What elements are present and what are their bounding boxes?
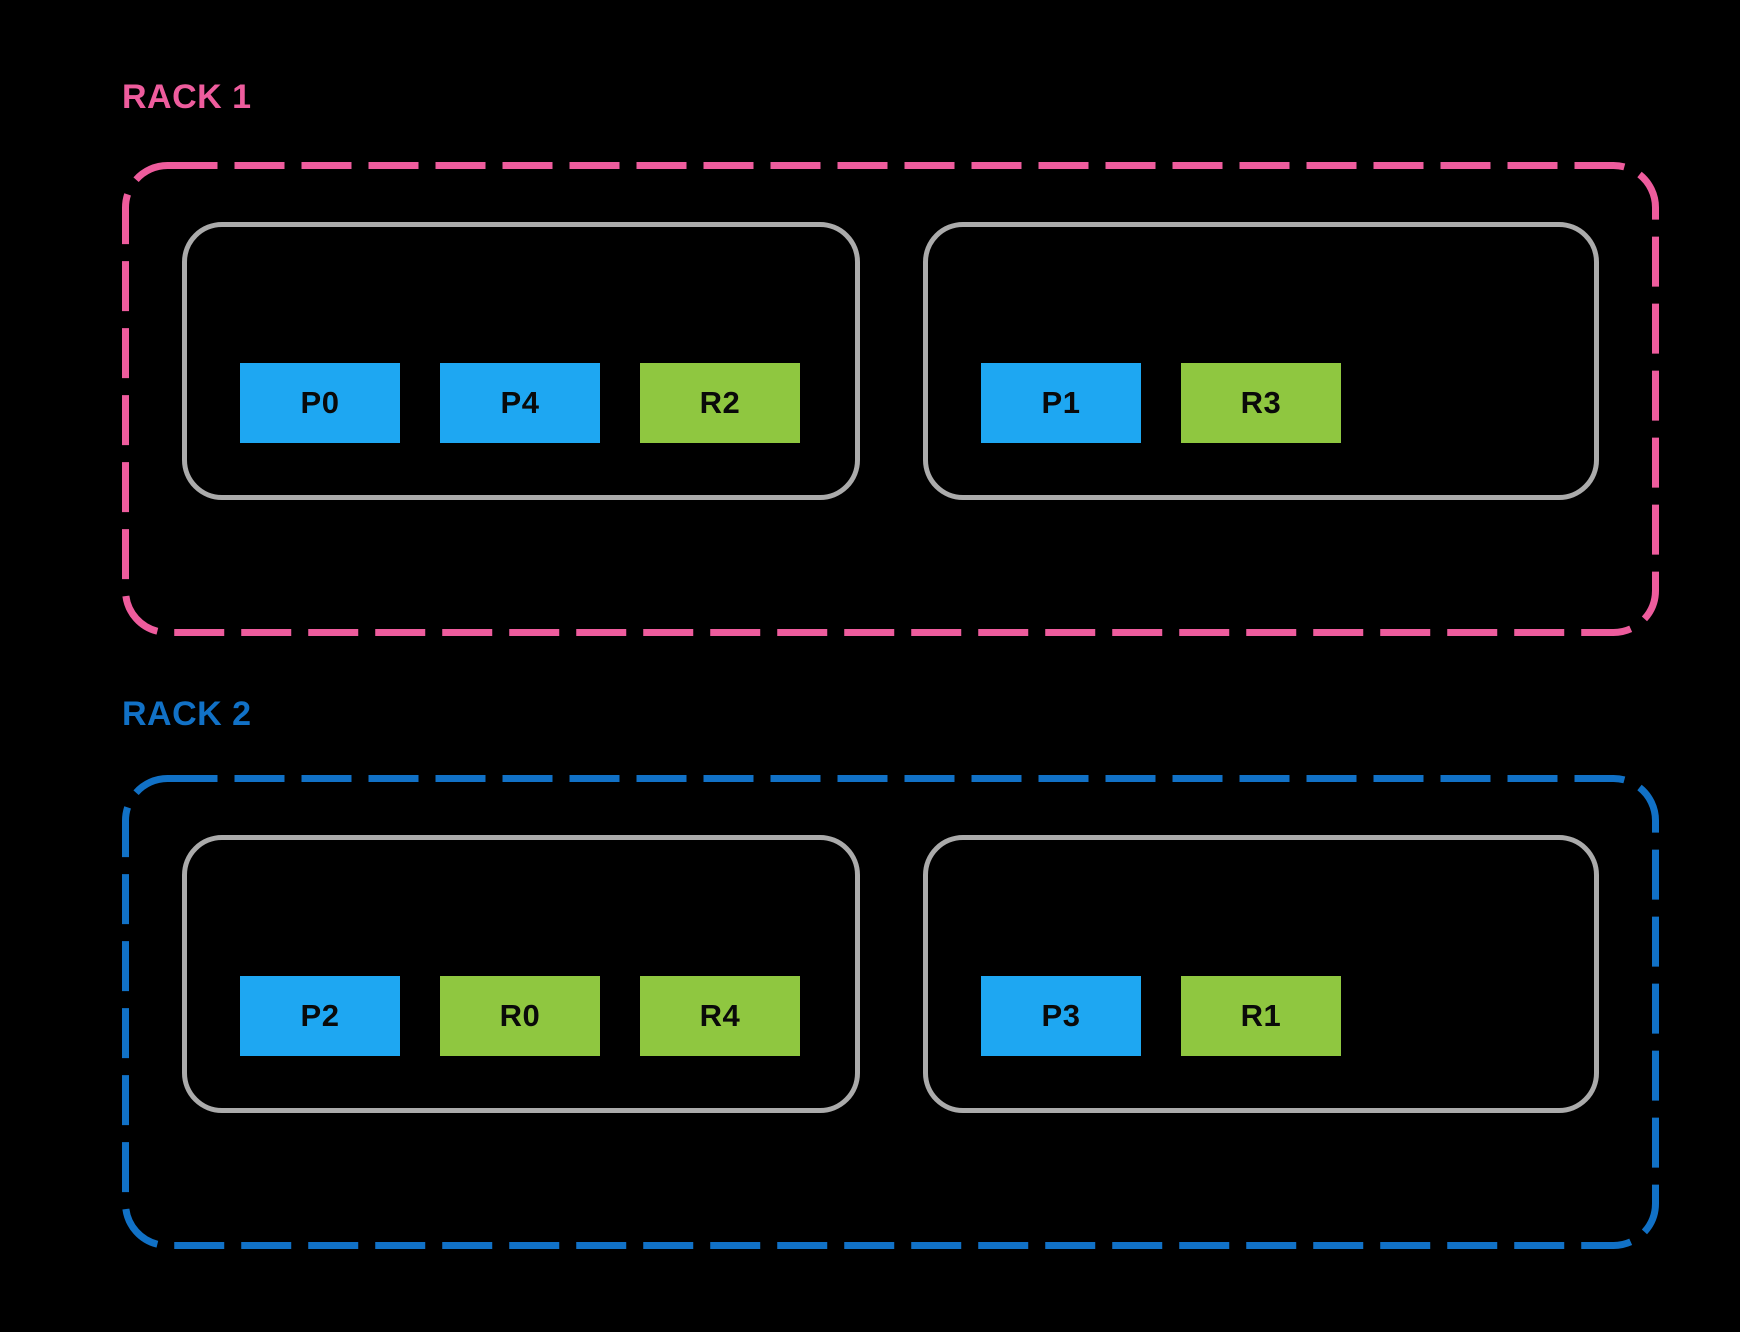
- chip-p3: P3: [981, 976, 1141, 1056]
- rack1-host2-box: P1 R3: [923, 222, 1599, 500]
- rack2-host1-box: P2 R0 R4: [182, 835, 860, 1113]
- chip-p2: P2: [240, 976, 400, 1056]
- chip-r3: R3: [1181, 363, 1341, 443]
- chip-p0: P0: [240, 363, 400, 443]
- chip-p4: P4: [440, 363, 600, 443]
- chip-r2: R2: [640, 363, 800, 443]
- chip-r0: R0: [440, 976, 600, 1056]
- rack2-dashed-border-rect: [122, 775, 1659, 1249]
- rack2-label: RACK 2: [122, 695, 252, 733]
- chip-r1: R1: [1181, 976, 1341, 1056]
- chip-r4: R4: [640, 976, 800, 1056]
- rack1-host1-box: P0 P4 R2: [182, 222, 860, 500]
- rack2-host2-box: P3 R1: [923, 835, 1599, 1113]
- chip-p1: P1: [981, 363, 1141, 443]
- rack1-label: RACK 1: [122, 78, 252, 116]
- rack1-dashed-border-rect: [122, 162, 1659, 636]
- rack1-dashed-boundary: [122, 162, 1659, 636]
- rack2-dashed-boundary: [122, 775, 1659, 1249]
